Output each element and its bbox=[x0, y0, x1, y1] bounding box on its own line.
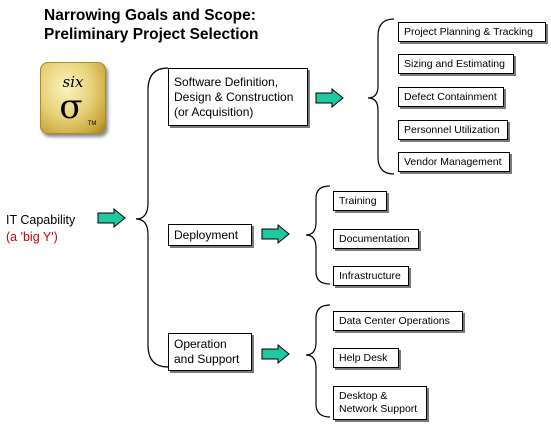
root-sublabel: (a 'big Y') bbox=[6, 230, 58, 244]
page-title: Narrowing Goals and Scope: Preliminary P… bbox=[44, 6, 374, 44]
branch-operation: Operation and Support bbox=[168, 333, 252, 371]
operation-brace bbox=[305, 304, 331, 418]
title-line-2: Preliminary Project Selection bbox=[44, 26, 259, 43]
six-sigma-logo: six σ TM bbox=[40, 62, 106, 134]
root-label: IT Capability bbox=[6, 213, 76, 227]
leaf-project-planning: Project Planning & Tracking bbox=[398, 22, 546, 42]
leaf-infrastructure: Infrastructure bbox=[333, 266, 409, 286]
leaf-personnel-utilization: Personnel Utilization bbox=[398, 120, 508, 140]
leaf-help-desk: Help Desk bbox=[333, 348, 399, 368]
software-brace bbox=[367, 18, 395, 175]
six-sigma-logo-art: six σ TM bbox=[59, 73, 97, 127]
right-arrow-icon bbox=[261, 223, 290, 245]
trademark-label: TM bbox=[88, 121, 97, 127]
sigma-symbol: σ bbox=[59, 87, 82, 127]
right-arrow-icon bbox=[261, 343, 290, 365]
leaf-defect-containment: Defect Containment bbox=[398, 87, 504, 107]
title-line-1: Narrowing Goals and Scope: bbox=[44, 7, 256, 24]
leaf-sizing-estimating: Sizing and Estimating bbox=[398, 54, 514, 74]
root-brace bbox=[135, 67, 169, 368]
leaf-documentation: Documentation bbox=[333, 229, 419, 249]
right-arrow-icon bbox=[315, 87, 344, 109]
leaf-vendor-management: Vendor Management bbox=[398, 152, 510, 172]
leaf-data-center-operations: Data Center Operations bbox=[333, 311, 463, 331]
branch-deployment: Deployment bbox=[168, 224, 252, 246]
leaf-training: Training bbox=[333, 191, 387, 211]
branch-software: Software Definition, Design & Constructi… bbox=[168, 68, 308, 126]
right-arrow-icon bbox=[97, 207, 126, 229]
deployment-brace bbox=[305, 185, 331, 285]
leaf-desktop-network-support: Desktop & Network Support bbox=[333, 386, 427, 420]
logo-text: six bbox=[63, 73, 84, 91]
